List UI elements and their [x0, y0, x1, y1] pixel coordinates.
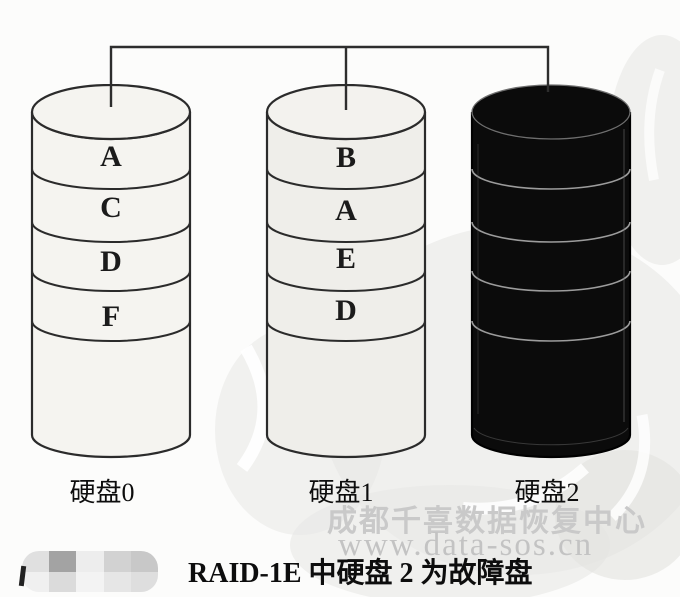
- mosaic-cell: [130, 551, 158, 572]
- stripe-block-label: E: [335, 242, 356, 275]
- mosaic-cell: [130, 571, 158, 592]
- failed-disk-2-cylinder: [470, 84, 632, 464]
- watermark-company-text: 成都千喜数据恢复中心: [327, 505, 647, 538]
- censored-figure-number: [22, 551, 158, 592]
- disk-2-label: 硬盘2: [514, 478, 580, 507]
- figure-caption: RAID-1E 中硬盘 2 为故障盘: [188, 558, 533, 589]
- mosaic-cell: [76, 571, 104, 592]
- stripe-block-label: C: [100, 191, 122, 224]
- mosaic-cell: [49, 551, 77, 572]
- stripe-block-label: A: [335, 194, 357, 227]
- disk-cylinder-drawing: [30, 84, 192, 459]
- watermark-url-text: www.data-sos.cn: [338, 527, 594, 563]
- mosaic-cell: [49, 571, 77, 592]
- stripe-block-label: D: [100, 245, 122, 278]
- disk-1-cylinder: B A E D: [265, 84, 427, 464]
- stripe-block-label: A: [100, 140, 122, 173]
- disk-0-cylinder: A C D F: [30, 84, 192, 464]
- stripe-block-label: F: [101, 300, 121, 333]
- disk-1-label: 硬盘1: [308, 478, 374, 507]
- mosaic-cell: [76, 551, 104, 572]
- mosaic-cell: [103, 551, 131, 572]
- mosaic-cell: [22, 571, 50, 592]
- mosaic-cell: [103, 571, 131, 592]
- mosaic-cell: [22, 551, 50, 572]
- stripe-block-label: B: [335, 141, 356, 174]
- failed-disk-cylinder-drawing: [470, 84, 632, 459]
- disk-0-label: 硬盘0: [69, 478, 135, 507]
- stripe-block-label: D: [335, 294, 357, 327]
